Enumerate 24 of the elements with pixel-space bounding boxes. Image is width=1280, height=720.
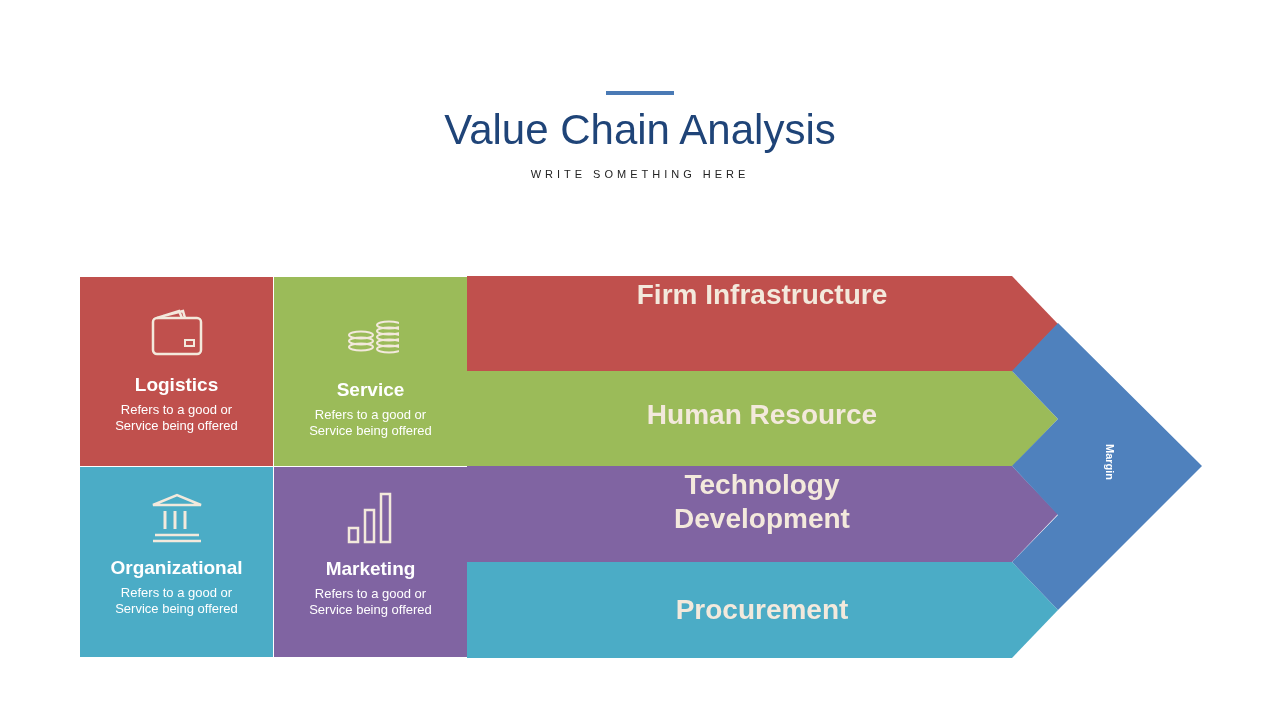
card-description: Refers to a good or Service being offered [114, 402, 239, 434]
title: Value Chain Analysis [443, 105, 837, 155]
category-card [273, 276, 468, 467]
chevron-band [467, 276, 1059, 372]
category-card [79, 466, 274, 658]
band-label: Human Resource [645, 398, 879, 432]
band-label: Technology Development [673, 468, 851, 536]
band-label: Procurement [674, 593, 850, 627]
card-description: Refers to a good or Service being offered [114, 585, 239, 617]
card-heading: Service [336, 379, 405, 401]
subtitle: WRITE SOMETHING HERE [529, 168, 751, 180]
card-heading: Organizational [110, 557, 243, 579]
chevron-band [467, 562, 1059, 658]
chevron-band [467, 371, 1059, 467]
card-heading: Marketing [325, 558, 416, 580]
category-card [79, 276, 274, 467]
margin-arrowhead [1012, 323, 1203, 611]
margin-label: Margin [1104, 442, 1116, 482]
card-description: Refers to a good or Service being offered [308, 586, 433, 618]
card-description: Refers to a good or Service being offered [308, 407, 433, 439]
card-heading: Logistics [134, 374, 219, 396]
band-label: Firm Infrastructure [635, 278, 889, 312]
category-card [273, 466, 468, 658]
chevron-band [467, 466, 1059, 562]
